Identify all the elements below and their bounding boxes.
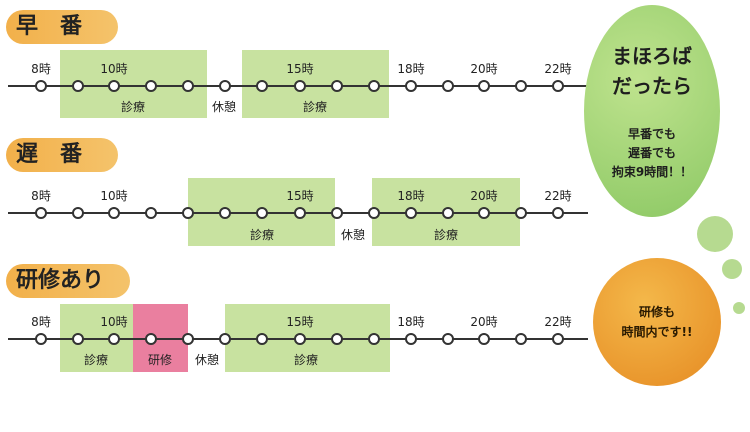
- hour-dot: [35, 333, 47, 345]
- hour-dot: [219, 80, 231, 92]
- hour-dot: [368, 207, 380, 219]
- tick-label: 15時: [286, 62, 314, 76]
- hour-dot: [515, 333, 527, 345]
- hour-dot: [478, 80, 490, 92]
- hour-dot: [35, 207, 47, 219]
- tick-label: 18時: [397, 62, 425, 76]
- hour-dot: [442, 207, 454, 219]
- tick-label: 22時: [544, 315, 572, 329]
- tick-label: 20時: [470, 62, 498, 76]
- block-label: 診療: [249, 228, 275, 242]
- hour-dot: [442, 80, 454, 92]
- hour-dot: [478, 333, 490, 345]
- hour-dot: [478, 207, 490, 219]
- hour-dot: [72, 333, 84, 345]
- hour-dot: [182, 207, 194, 219]
- hour-dot: [182, 333, 194, 345]
- hour-dot: [405, 333, 417, 345]
- tick-label: 15時: [286, 189, 314, 203]
- hour-dot: [294, 80, 306, 92]
- tick-label: 18時: [397, 315, 425, 329]
- block-label: 診療: [302, 100, 328, 114]
- hour-dot: [256, 207, 268, 219]
- hour-dot: [72, 207, 84, 219]
- hour-dot: [405, 80, 417, 92]
- hour-dot: [72, 80, 84, 92]
- block-label: 休憩: [340, 228, 366, 242]
- hour-dot: [331, 333, 343, 345]
- hour-dot: [145, 80, 157, 92]
- row-title-training: 研修あり: [6, 264, 130, 298]
- hour-dot: [294, 207, 306, 219]
- hour-dot: [108, 80, 120, 92]
- bubble-headline: まほろば: [612, 44, 692, 68]
- hour-dot: [552, 80, 564, 92]
- tick-label: 10時: [100, 189, 128, 203]
- hour-dot: [108, 333, 120, 345]
- decor-circle: [697, 216, 733, 252]
- hour-dot: [552, 207, 564, 219]
- decor-circle: [722, 259, 742, 279]
- training-bubble: 研修も 時間内です!!: [593, 258, 721, 386]
- hour-dot: [108, 207, 120, 219]
- block-label: 診療: [433, 228, 459, 242]
- block-label: 診療: [293, 353, 319, 367]
- hour-dot: [219, 333, 231, 345]
- row-title-early: 早番: [6, 10, 118, 44]
- bubble-headline: だったら: [612, 74, 692, 98]
- tick-label: 18時: [397, 189, 425, 203]
- tick-label: 20時: [470, 315, 498, 329]
- summary-bubble: まほろば だったら 早番でも 遅番でも 拘束9時間！！: [584, 5, 720, 217]
- hour-dot: [331, 207, 343, 219]
- hour-dot: [331, 80, 343, 92]
- hour-dot: [552, 333, 564, 345]
- hour-dot: [442, 333, 454, 345]
- row-title-late: 遅番: [6, 138, 118, 172]
- tick-label: 10時: [100, 315, 128, 329]
- hour-dot: [368, 80, 380, 92]
- bubble-text: 研修も: [638, 305, 675, 319]
- hour-dot: [405, 207, 417, 219]
- tick-label: 10時: [100, 62, 128, 76]
- hour-dot: [219, 207, 231, 219]
- hour-dot: [256, 333, 268, 345]
- hour-dot: [294, 333, 306, 345]
- block-label: 休憩: [211, 100, 237, 114]
- hour-dot: [515, 80, 527, 92]
- block-label: 診療: [120, 100, 146, 114]
- bubble-text: 拘束9時間！！: [611, 165, 693, 179]
- bubble-text: 時間内です!!: [621, 325, 693, 339]
- block-label: 休憩: [194, 353, 220, 367]
- bubble-text: 遅番でも: [627, 146, 676, 160]
- hour-dot: [368, 333, 380, 345]
- hour-dot: [145, 207, 157, 219]
- hour-dot: [35, 80, 47, 92]
- tick-label: 8時: [31, 62, 51, 76]
- decor-circle: [733, 302, 745, 314]
- bubble-text: 早番でも: [627, 127, 676, 141]
- tick-label: 8時: [31, 315, 51, 329]
- tick-label: 8時: [31, 189, 51, 203]
- hour-dot: [182, 80, 194, 92]
- tick-label: 22時: [544, 62, 572, 76]
- block-label: 診療: [83, 353, 109, 367]
- tick-label: 22時: [544, 189, 572, 203]
- block-label: 研修: [147, 353, 173, 367]
- hour-dot: [145, 333, 157, 345]
- tick-label: 15時: [286, 315, 314, 329]
- hour-dot: [515, 207, 527, 219]
- hour-dot: [256, 80, 268, 92]
- tick-label: 20時: [470, 189, 498, 203]
